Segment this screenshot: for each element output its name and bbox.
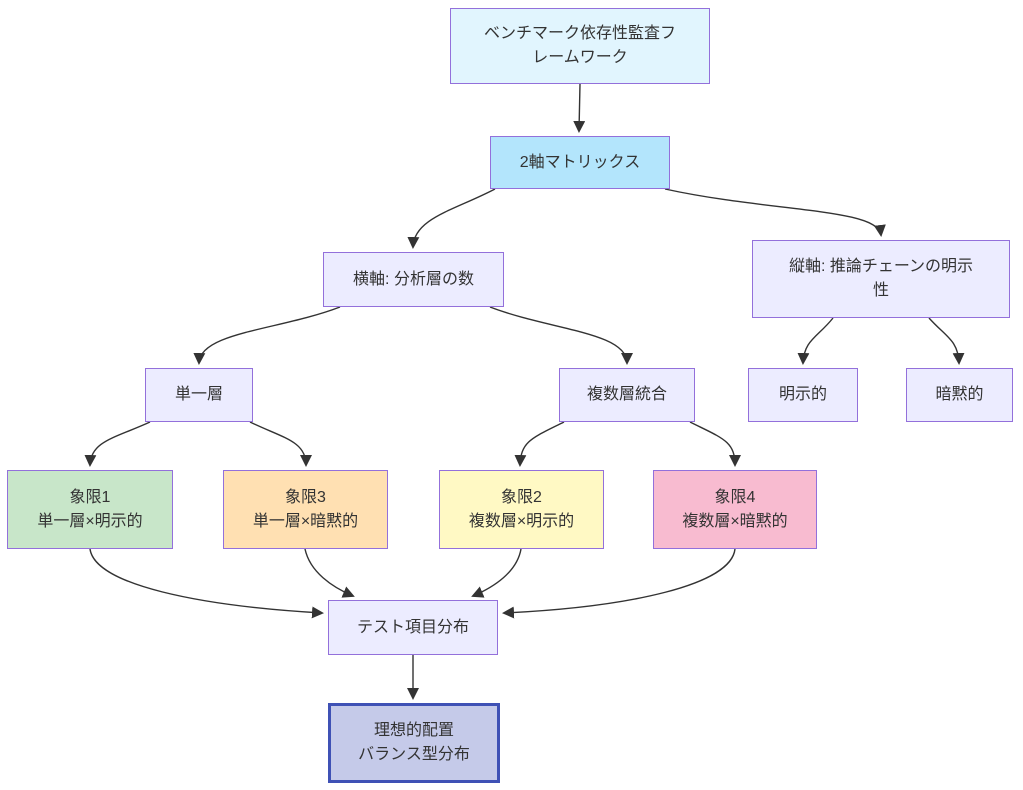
edge-multi-q2 xyxy=(514,421,565,467)
node-benchmark-audit-framework: ベンチマーク依存性監査フ レームワーク xyxy=(450,8,710,84)
node-multi-layer-integration: 複数層統合 xyxy=(559,368,695,422)
node-vertical-axis: 縦軸: 推論チェーンの明示 性 xyxy=(752,240,1010,318)
edge-matrix-xaxis xyxy=(407,188,496,249)
edge-single-q1 xyxy=(84,421,151,467)
node-two-axis-matrix: 2軸マトリックス xyxy=(490,136,670,189)
node-test-item-distribution: テスト項目分布 xyxy=(328,600,498,655)
edge-q4-dist xyxy=(502,548,736,619)
node-quadrant-1: 象限1 単一層×明示的 xyxy=(7,470,173,549)
edge-matrix-yaxis xyxy=(664,188,886,237)
node-quadrant-3: 象限3 単一層×暗黙的 xyxy=(223,470,388,549)
node-ideal-balanced-distribution: 理想的配置 バランス型分布 xyxy=(328,703,500,783)
edge-yaxis-explicit xyxy=(797,317,834,365)
node-single-layer: 単一層 xyxy=(145,368,253,422)
edge-xaxis-multi xyxy=(489,306,633,365)
edge-q3-dist xyxy=(304,548,355,598)
edge-multi-q4 xyxy=(689,421,741,467)
edge-yaxis-implicit xyxy=(928,317,965,365)
node-explicit: 明示的 xyxy=(748,368,858,422)
edge-single-q3 xyxy=(249,421,312,467)
edge-q1-dist xyxy=(89,548,324,619)
node-implicit: 暗黙的 xyxy=(906,368,1013,422)
node-horizontal-axis: 横軸: 分析層の数 xyxy=(323,252,504,307)
node-quadrant-4: 象限4 複数層×暗黙的 xyxy=(653,470,817,549)
edge-root-matrix xyxy=(573,83,586,133)
edge-q2-dist xyxy=(471,548,522,598)
node-quadrant-2: 象限2 複数層×明示的 xyxy=(439,470,604,549)
edge-xaxis-single xyxy=(193,306,341,365)
